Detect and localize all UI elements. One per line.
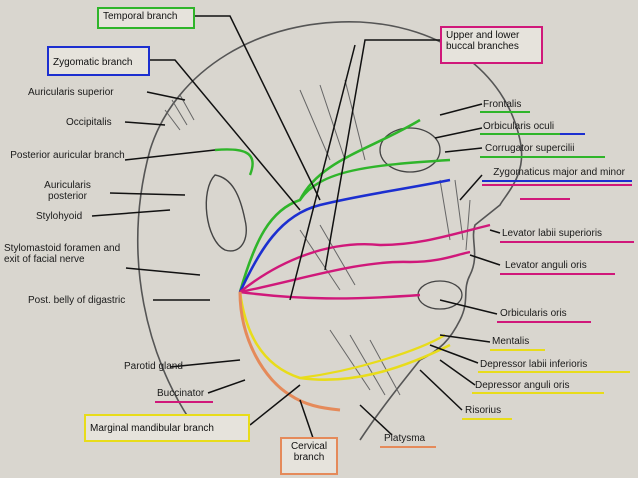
zygomatic-branch-box: Zygomatic branch xyxy=(47,46,150,76)
label-stylomastoid-foramen: Stylomastoid foramen and exit of facial … xyxy=(4,243,121,265)
label-parotid-gland: Parotid gland xyxy=(124,361,183,372)
underline-mentalis xyxy=(490,349,545,351)
underline-orbicularis-oculi-green xyxy=(480,133,560,135)
underline-levator-labii xyxy=(500,241,634,243)
buccal-upper-line xyxy=(239,223,491,293)
label-auricularis-posterior: Auricularis posterior xyxy=(44,180,91,202)
ear-outline xyxy=(205,174,247,252)
eye-region xyxy=(379,127,441,173)
underline-buccinator xyxy=(155,401,213,403)
underline-risorius xyxy=(462,418,512,420)
underline-depressor-anguli xyxy=(472,392,604,394)
buccal-mid-line xyxy=(239,250,471,294)
label-mentalis: Mentalis xyxy=(492,336,530,347)
underline-orbicularis-oculi-blue xyxy=(560,133,585,135)
marginal-mandibular-box: Marginal mandibular branch xyxy=(84,414,250,442)
mouth-region xyxy=(417,280,463,310)
label-frontalis: Frontalis xyxy=(483,99,522,110)
marginal-mandibular-line-2 xyxy=(299,334,446,380)
underline-orbicularis-oris xyxy=(497,321,591,323)
label-depressor-labii-inferioris: Depressor labii inferioris xyxy=(480,359,588,370)
underline-zygomaticus-blue xyxy=(482,180,632,182)
underline-platysma xyxy=(380,446,436,448)
label-corrugator-supercilii: Corrugator supercilii xyxy=(485,143,575,154)
cervical-branch-box: Cervical branch xyxy=(280,437,338,475)
underline-frontalis xyxy=(480,111,530,113)
marginal-mandibular-line xyxy=(238,291,451,382)
label-occipitalis: Occipitalis xyxy=(66,117,112,128)
temporal-branch-box: Temporal branch xyxy=(97,7,195,29)
underline-depressor-labii xyxy=(478,371,630,373)
label-levator-labii-superioris: Levator labii superioris xyxy=(502,228,603,239)
buccal-branches-box: Upper and lower buccal branches xyxy=(440,26,543,64)
muscle-fibres xyxy=(164,79,471,396)
label-platysma: Platysma xyxy=(384,433,426,444)
temporal-nerve-line-2 xyxy=(299,158,451,201)
label-risorius: Risorius xyxy=(465,405,502,416)
label-depressor-anguli-oris: Depressor anguli oris xyxy=(475,380,570,391)
label-orbicularis-oculi: Orbicularis oculi xyxy=(483,121,555,132)
label-orbicularis-oris: Orbicularis oris xyxy=(500,308,567,319)
label-zygomaticus: Zygomaticus major and minor xyxy=(493,167,625,178)
label-stylohyoid: Stylohyoid xyxy=(36,211,83,222)
posterior-auricular-line xyxy=(214,148,254,176)
label-posterior-auricular-branch: Posterior auricular branch xyxy=(10,150,125,161)
label-levator-anguli-oris: Levator anguli oris xyxy=(505,260,587,271)
underline-zygomaticus-minor xyxy=(520,198,570,200)
underline-zygomaticus-magenta xyxy=(482,184,632,186)
leader-lines xyxy=(91,15,501,439)
underline-levator-anguli xyxy=(500,273,615,275)
head-outline xyxy=(137,21,523,441)
label-digastric: Post. belly of digastric xyxy=(28,295,126,306)
zygomatic-nerve-line xyxy=(238,178,451,293)
label-buccinator: Buccinator xyxy=(157,388,205,399)
underline-corrugator xyxy=(480,156,605,158)
buccal-lower-line xyxy=(239,290,421,300)
label-auricularis-superior: Auricularis superior xyxy=(28,87,114,98)
cervical-nerve-line xyxy=(238,291,341,412)
